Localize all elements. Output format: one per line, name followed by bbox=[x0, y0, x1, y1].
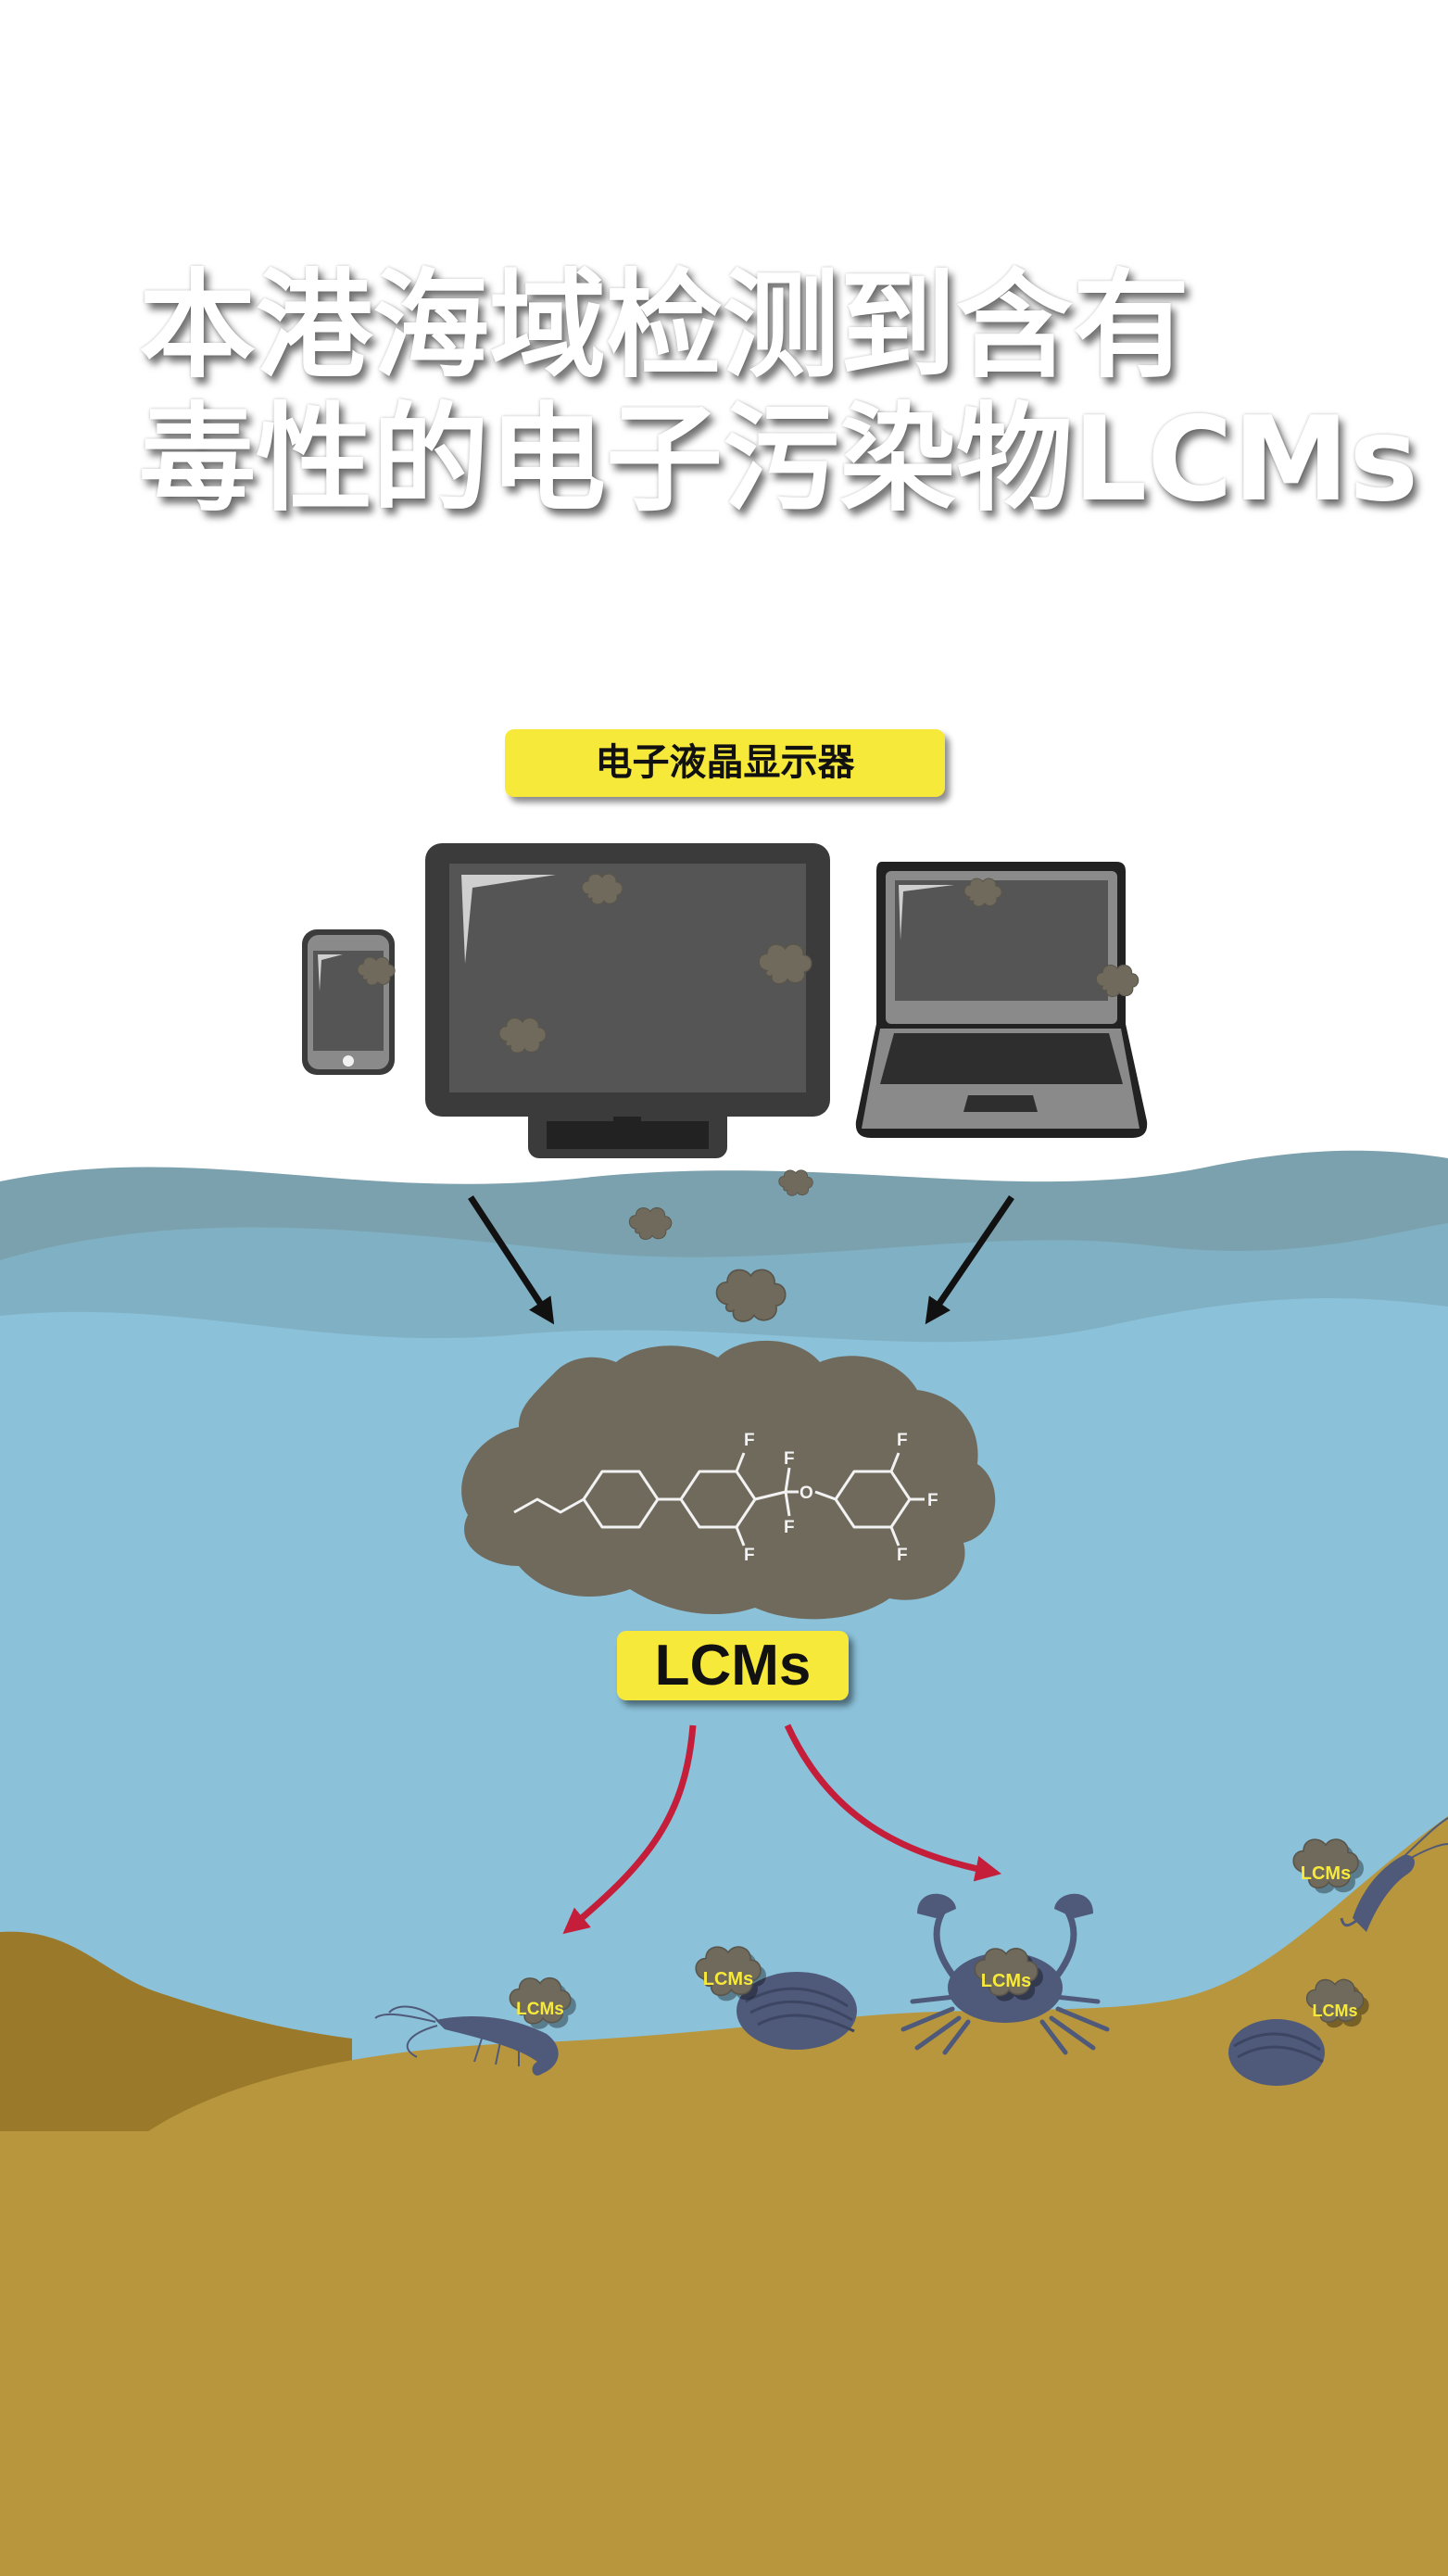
creature-badge-shrimp-right: LCMs bbox=[1292, 1838, 1365, 1894]
atom-fluorine: F bbox=[784, 1518, 795, 1537]
shrimp-right bbox=[1340, 1817, 1448, 1932]
source-label: 电子液晶显示器 bbox=[505, 729, 945, 797]
molecule-structure bbox=[513, 1452, 925, 1547]
atom-fluorine: F bbox=[784, 1449, 795, 1469]
seabed bbox=[0, 1816, 1448, 2576]
badge-text: LCMs bbox=[1301, 1863, 1351, 1884]
shrimp-left bbox=[374, 2005, 559, 2076]
pollutant-cloud bbox=[461, 1340, 996, 1620]
arrow-to-crab bbox=[784, 1724, 1001, 1882]
badge-text: LCMs bbox=[981, 1971, 1031, 1991]
pollutant-label: LCMs bbox=[617, 1631, 849, 1700]
arrow-to-shrimp bbox=[562, 1724, 697, 1935]
atom-fluorine: F bbox=[927, 1491, 938, 1510]
creature-badge-clam-left: LCMs bbox=[695, 1946, 767, 2001]
arrow-into-sea-right bbox=[925, 1195, 1014, 1325]
headline-line-1: 本港海域检测到含有 bbox=[139, 258, 1190, 394]
atom-fluorine: F bbox=[897, 1431, 908, 1450]
badge-text: LCMs bbox=[1313, 2001, 1358, 2020]
atom-oxygen: O bbox=[800, 1484, 813, 1503]
creature-badge-crab: LCMs bbox=[974, 1948, 1043, 2001]
laptop bbox=[855, 862, 1148, 1138]
clam-right bbox=[1228, 2019, 1325, 2086]
clam-left bbox=[737, 1972, 857, 2050]
molecule-atoms: F F F F O F F F bbox=[744, 1431, 938, 1565]
desktop-monitor bbox=[425, 843, 830, 1158]
badge-text: LCMs bbox=[516, 2000, 564, 2019]
headline: 本港海域检测到含有 毒性的电子污染物LCMs bbox=[139, 259, 1436, 526]
creature-badge-shrimp-left: LCMs bbox=[509, 1976, 576, 2029]
smartphone bbox=[302, 929, 395, 1075]
arrow-into-sea-left bbox=[468, 1195, 555, 1325]
atom-fluorine: F bbox=[744, 1546, 755, 1565]
headline-line-2: 毒性的电子污染物LCMs bbox=[139, 391, 1419, 527]
atom-fluorine: F bbox=[744, 1431, 755, 1450]
badge-text: LCMs bbox=[703, 1969, 753, 1989]
creature-badge-clam-right: LCMs bbox=[1305, 1978, 1369, 2028]
atom-fluorine: F bbox=[897, 1546, 908, 1565]
